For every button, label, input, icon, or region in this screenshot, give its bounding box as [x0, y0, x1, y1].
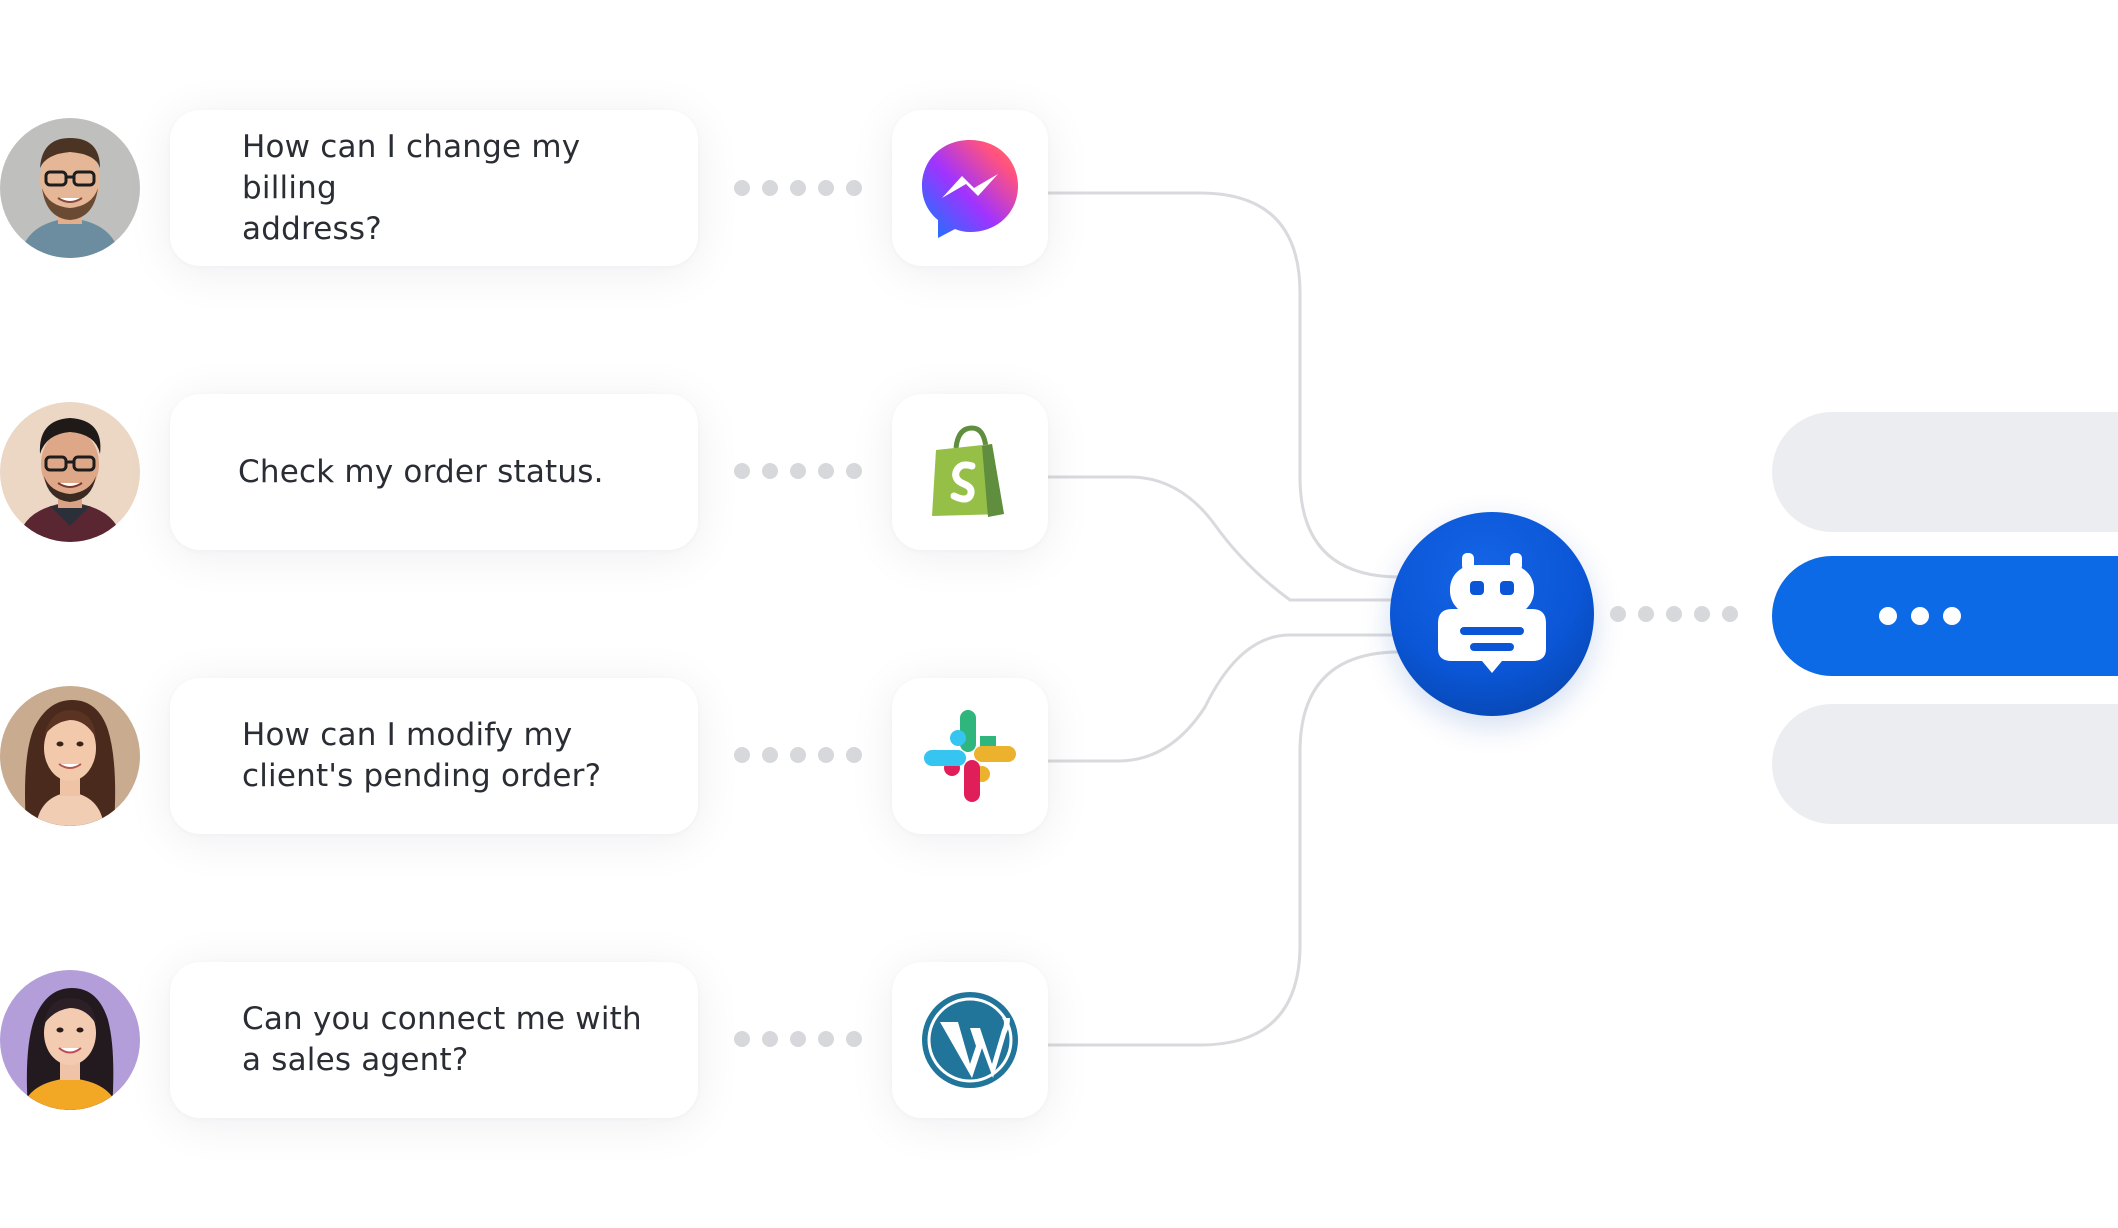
- avatar: [0, 970, 140, 1110]
- message-text: Check my order status.: [238, 453, 604, 490]
- dot: [734, 1031, 750, 1047]
- avatar: [0, 686, 140, 826]
- connector-dots: [734, 747, 862, 763]
- connector-line-wordpress: [1048, 650, 1420, 1047]
- dot: [790, 1031, 806, 1047]
- typing-dot: [1911, 607, 1929, 625]
- avatar: [0, 402, 140, 542]
- message-bubble: Can you connect me with a sales agent?: [170, 962, 698, 1118]
- response-placeholder-pill: [1772, 412, 2118, 532]
- shopify-icon: [932, 425, 1004, 517]
- message-bubble: How can I change my billing address?: [170, 110, 698, 266]
- dot: [762, 1031, 778, 1047]
- response-typing-pill: [1772, 556, 2118, 676]
- wordpress-icon: [922, 992, 1018, 1088]
- dot: [790, 463, 806, 479]
- dot: [790, 180, 806, 196]
- connector-dots: [734, 463, 862, 479]
- chatbot-robot-icon: [1438, 553, 1546, 673]
- dot: [790, 747, 806, 763]
- avatar: [0, 118, 140, 258]
- dot: [846, 180, 862, 196]
- dot: [734, 747, 750, 763]
- app-tile-wordpress[interactable]: [892, 962, 1048, 1118]
- chatbot-hub[interactable]: [1390, 512, 1594, 716]
- dot: [762, 463, 778, 479]
- dot: [762, 180, 778, 196]
- dot: [734, 180, 750, 196]
- dot: [818, 747, 834, 763]
- woman-long-brown-hair-avatar: [0, 686, 140, 826]
- dot: [846, 747, 862, 763]
- message-bubble: Check my order status.: [170, 394, 698, 550]
- dot: [818, 1031, 834, 1047]
- typing-dot: [1879, 607, 1897, 625]
- dot: [762, 747, 778, 763]
- dot: [1610, 606, 1626, 622]
- dot: [1666, 606, 1682, 622]
- dot: [846, 463, 862, 479]
- message-text: How can I modify my client's pending ord…: [242, 717, 602, 794]
- response-placeholder-pill: [1772, 704, 2118, 824]
- app-tile-messenger[interactable]: [892, 110, 1048, 266]
- dot: [818, 180, 834, 196]
- connector-line-messenger: [1048, 191, 1420, 579]
- connector-dots: [1610, 606, 1738, 622]
- dot: [818, 463, 834, 479]
- typing-dot: [1943, 607, 1961, 625]
- dot: [1722, 606, 1738, 622]
- connector-line-shopify: [1048, 475, 1420, 602]
- message-text: Can you connect me with a sales agent?: [242, 1001, 642, 1078]
- connector-dots: [734, 180, 862, 196]
- message-bubble: How can I modify my client's pending ord…: [170, 678, 698, 834]
- dot: [1638, 606, 1654, 622]
- woman-dark-hair-purple-background-avatar: [0, 970, 140, 1110]
- connector-dots: [734, 1031, 862, 1047]
- dot: [734, 463, 750, 479]
- connector-line-slack: [1048, 633, 1420, 763]
- dot: [1694, 606, 1710, 622]
- man-with-glasses-beard-avatar: [0, 118, 140, 258]
- message-text: How can I change my billing address?: [242, 128, 581, 247]
- man-with-glasses-dark-hair-avatar: [0, 402, 140, 542]
- messenger-icon: [922, 140, 1018, 238]
- dot: [846, 1031, 862, 1047]
- app-tile-slack[interactable]: [892, 678, 1048, 834]
- app-tile-shopify[interactable]: [892, 394, 1048, 550]
- slack-icon: [924, 710, 1016, 802]
